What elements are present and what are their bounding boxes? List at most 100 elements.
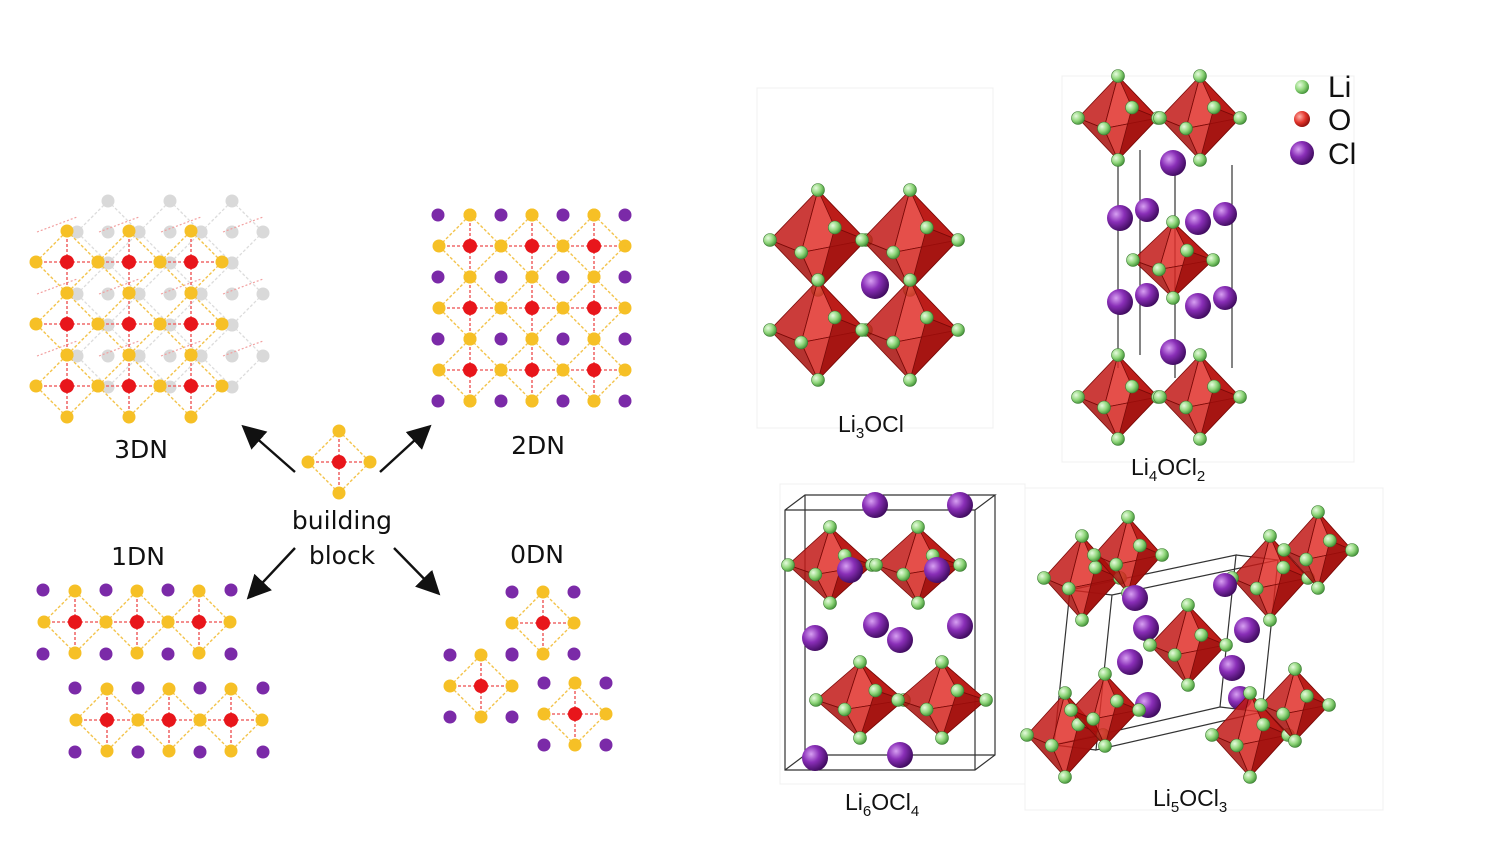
li-atom — [1153, 111, 1167, 125]
bond-line — [159, 323, 192, 356]
bond-line — [138, 324, 171, 357]
cl-atom — [837, 557, 863, 583]
li-atom — [91, 379, 105, 393]
li-atom — [525, 394, 539, 408]
cl-atom — [556, 394, 570, 408]
li-atom — [1207, 100, 1221, 115]
li-atom — [556, 363, 570, 377]
cl-atom — [68, 681, 82, 695]
bond-line — [469, 245, 502, 278]
bond-line — [159, 385, 192, 418]
bond-line — [66, 354, 99, 387]
structure-li4ocl2 — [1071, 69, 1247, 446]
bond-line — [138, 200, 171, 233]
cl-atom — [1117, 649, 1143, 675]
bond-line — [500, 369, 533, 402]
li-atom — [1143, 638, 1157, 652]
o-atom — [463, 239, 477, 253]
bond-line — [190, 230, 223, 263]
bond-line — [74, 621, 107, 654]
li-atom — [811, 183, 825, 197]
o-atom — [568, 707, 582, 721]
li-atom — [505, 616, 519, 630]
octahedron-face — [817, 316, 867, 381]
cl-atom — [224, 583, 238, 597]
bond-line — [66, 292, 99, 325]
bond-line — [128, 354, 161, 387]
bond-line — [97, 385, 130, 418]
structure-li3ocl — [763, 183, 965, 387]
crystal-structures-panel: Li3OCl Li4OCl2 Li6OCl4 Li5OCl3 Li O Cl — [756, 69, 1384, 820]
ghost-atom — [70, 287, 84, 301]
bond-line — [562, 307, 595, 340]
bond-line — [74, 590, 107, 623]
cl-atom — [36, 583, 50, 597]
bond-line — [469, 307, 502, 340]
cl-atom — [505, 585, 519, 599]
li-atom — [494, 239, 508, 253]
li-atom — [868, 683, 883, 698]
o-atom — [60, 255, 74, 269]
legend-o-label: O — [1328, 104, 1351, 137]
cl-atom — [1135, 283, 1159, 307]
o-atom — [100, 713, 114, 727]
li-atom — [153, 317, 167, 331]
li-atom — [1044, 738, 1059, 753]
bond-line — [106, 719, 139, 752]
bond-line — [190, 385, 223, 418]
bond-line — [542, 622, 575, 655]
cl-atom — [1135, 198, 1159, 222]
cl-atom — [1133, 615, 1159, 641]
o-atom — [60, 317, 74, 331]
li-atom — [122, 348, 136, 362]
bond-line — [531, 369, 564, 402]
o-atom — [463, 301, 477, 315]
li-atom — [332, 486, 346, 500]
o-atom — [192, 615, 206, 629]
bond-line — [107, 293, 140, 326]
li-atom — [1345, 543, 1359, 557]
bond-line — [511, 591, 544, 624]
li-atom — [1075, 529, 1089, 543]
li-atom — [1322, 698, 1336, 712]
ghost-atom — [225, 287, 239, 301]
cl-atom — [494, 270, 508, 284]
bond-line — [438, 338, 471, 371]
cl-atom — [618, 208, 632, 222]
li-atom — [911, 520, 925, 534]
bond-line — [200, 324, 233, 357]
formula-li6ocl4: Li6OCl4 — [845, 789, 919, 820]
li-atom — [808, 567, 823, 582]
li-atom — [223, 615, 237, 629]
o-atom — [130, 615, 144, 629]
li-atom — [432, 239, 446, 253]
bond-line — [36, 216, 78, 233]
cl-atom — [1234, 617, 1260, 643]
bond-line — [480, 685, 513, 718]
octahedron-face — [1127, 544, 1163, 594]
li-atom — [184, 348, 198, 362]
li-atom — [162, 744, 176, 758]
li-atom — [153, 379, 167, 393]
bond-line — [160, 278, 202, 295]
bond-line — [531, 214, 564, 247]
ghost-atom — [70, 225, 84, 239]
cl-atom — [567, 585, 581, 599]
arrow-to-3dn — [241, 424, 296, 473]
li-atom — [60, 410, 74, 424]
li-atom — [896, 567, 911, 582]
bond-line — [542, 591, 575, 624]
ghost-atom — [225, 194, 239, 208]
cl-atom — [431, 394, 445, 408]
cl-atom — [256, 745, 270, 759]
li-atom — [1153, 390, 1167, 404]
li-atom — [1288, 662, 1302, 676]
li-atom — [1109, 557, 1123, 572]
bond-line — [593, 307, 626, 340]
ghost-atom — [101, 349, 115, 363]
li-atom — [1075, 613, 1089, 627]
legend-li-label: Li — [1328, 71, 1351, 104]
o-atom — [587, 363, 601, 377]
bond-line — [562, 338, 595, 371]
bond-line — [231, 262, 264, 295]
